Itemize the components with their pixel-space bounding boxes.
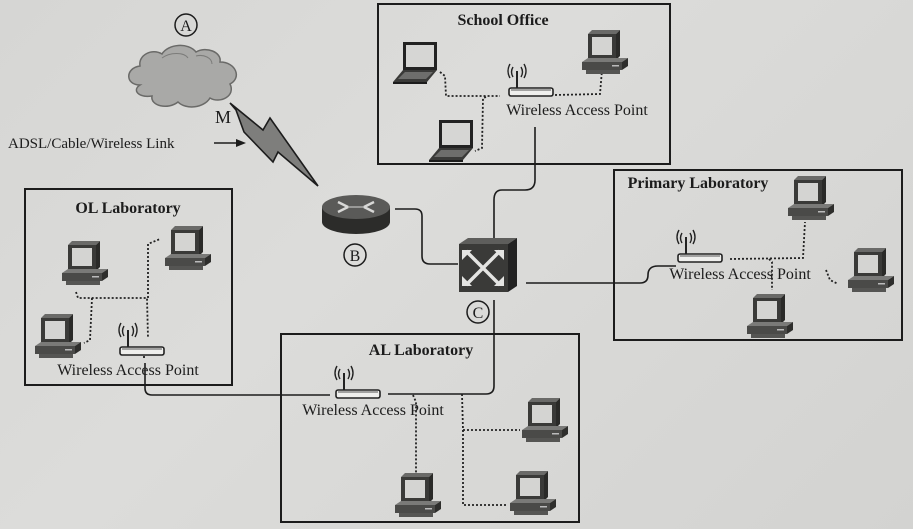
desktop-computer-icon [62,241,108,285]
access-point-icon [676,229,723,263]
cable-office-switch [493,127,536,238]
desktop-computer-icon [747,294,793,338]
area-ol-laboratory: OL Laboratory Wireless Access Point [24,188,233,386]
cloud-icon [128,44,238,108]
cable-router-switch [395,208,458,265]
desktop-computer-icon [582,30,628,74]
area-title: School Office [457,12,548,29]
ap-label: Wireless Access Point [506,102,648,119]
laptop-icon [429,120,473,162]
laptop-icon [393,42,437,84]
area-al-laboratory: AL Laboratory Wireless Access Point [280,333,580,523]
cable-switch-primary [526,265,676,284]
switch-marker: C [466,300,490,324]
desktop-computer-icon [395,473,441,517]
desktop-computer-icon [35,314,81,358]
switch-icon [459,238,517,292]
lightning-icon [229,102,319,187]
marker-a-label: A [180,18,192,35]
arrow-icon [214,139,246,147]
marker-b-label: B [350,248,361,265]
marker-c-label: C [473,305,484,322]
ap-label: Wireless Access Point [57,362,199,379]
access-point-icon [118,322,165,356]
router-icon [322,195,390,234]
access-point-icon [507,63,554,97]
link-label: ADSL/Cable/Wireless Link [8,136,175,152]
desktop-computer-icon [788,176,834,220]
desktop-computer-icon [510,471,556,515]
desktop-computer-icon [165,226,211,270]
internet-marker: A [174,13,198,37]
cable-switch-al [388,300,495,395]
watermark: M [215,107,231,127]
ap-label: Wireless Access Point [669,266,811,283]
area-title: OL Laboratory [75,200,180,217]
ap-label: Wireless Access Point [302,402,444,419]
router-marker: B [343,243,367,267]
area-title: Primary Laboratory [628,175,769,192]
area-primary-laboratory: Primary Laboratory Wireless Access Point [613,169,903,341]
cable-al-ol [144,363,330,396]
cables [144,127,676,396]
desktop-computer-icon [522,398,568,442]
area-school-office: School Office Wireless Access Point [377,3,671,165]
area-title: AL Laboratory [369,342,473,359]
access-point-icon [334,365,381,399]
desktop-computer-icon [848,248,894,292]
